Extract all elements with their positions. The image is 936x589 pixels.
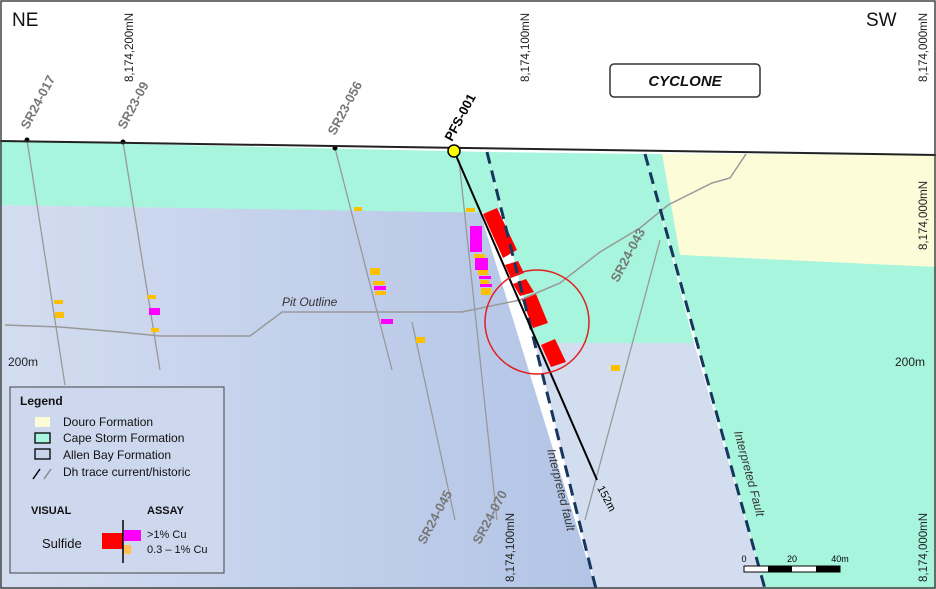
svg-text:ASSAY: ASSAY — [147, 505, 185, 517]
grid-line-label: 8,174,000mN — [918, 181, 930, 250]
svg-text:>1% Cu: >1% Cu — [147, 529, 186, 541]
assay-intervals — [54, 207, 620, 371]
historic-drill-traces — [26, 139, 661, 521]
svg-text:20: 20 — [787, 554, 797, 564]
svg-text:Dh trace current/historic: Dh trace current/historic — [63, 465, 190, 479]
svg-text:0: 0 — [741, 554, 746, 564]
grid-label-top: 8,174,200mN — [124, 13, 136, 82]
svg-text:Douro Formation: Douro Formation — [63, 415, 153, 429]
svg-text:0.3 – 1% Cu: 0.3 – 1% Cu — [147, 544, 208, 556]
allen-bay-formation-fault-block — [535, 343, 765, 589]
svg-text:Cape Storm Formation: Cape Storm Formation — [63, 431, 184, 445]
scale-bar: 0 20 40m — [741, 554, 849, 573]
svg-text:40m: 40m — [831, 554, 849, 564]
cape-storm-formation-fault-block — [487, 152, 694, 343]
sulfide-intervals — [483, 208, 566, 367]
depth-label-right: 200m — [895, 355, 925, 369]
legend: Legend Douro Formation Cape Storm Format… — [9, 386, 225, 574]
douro-formation — [662, 154, 936, 267]
pfs-001-collar[interactable] — [447, 144, 461, 158]
pit-outline-label: Pit Outline — [282, 295, 338, 309]
depth-label-left: 200m — [8, 355, 38, 369]
grid-label-top: 8,174,100mN — [520, 13, 532, 82]
pfs-001-trace — [453, 150, 598, 481]
cape-storm-formation — [0, 141, 501, 213]
svg-text:Sulfide: Sulfide — [42, 536, 82, 551]
svg-text:VISUAL: VISUAL — [31, 505, 72, 517]
pit-outline — [4, 153, 747, 337]
section-title: CYCLONE — [648, 73, 722, 90]
grid-label-bottom: 8,174,100mN — [505, 513, 517, 582]
grid-label-bottom: 8,174,000mN — [918, 513, 930, 582]
legend-title: Legend — [20, 394, 63, 408]
svg-text:Allen Bay Formation: Allen Bay Formation — [63, 448, 171, 462]
grid-label-top: 8,174,000mN — [918, 13, 930, 82]
orientation-sw: SW — [866, 10, 897, 31]
title-box — [609, 63, 761, 98]
target-highlight-circle — [484, 269, 590, 375]
orientation-ne: NE — [12, 10, 38, 31]
topographic-surface — [0, 140, 936, 156]
